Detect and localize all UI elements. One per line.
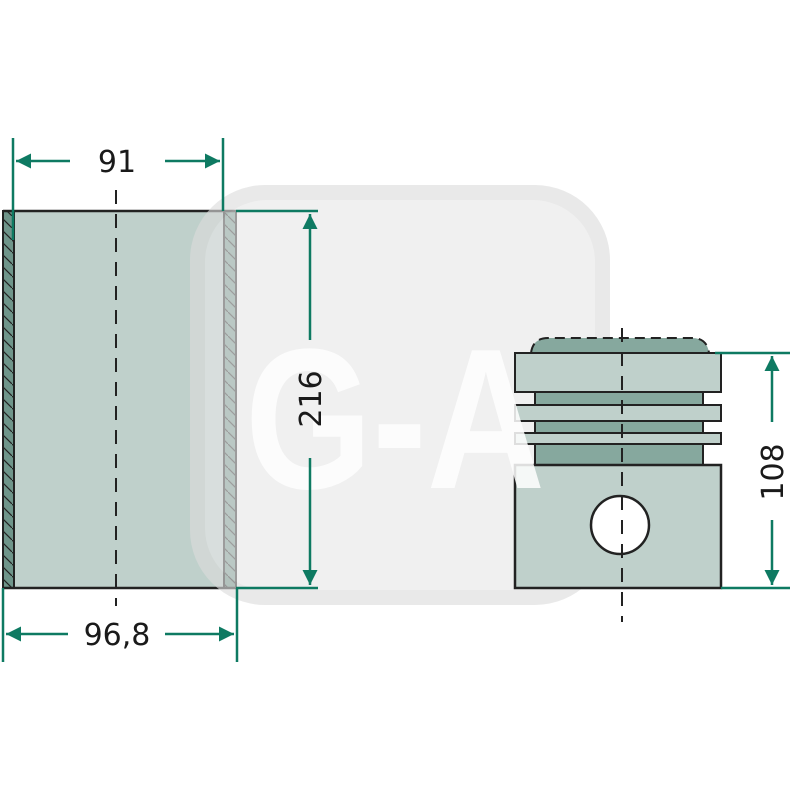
piston-ring-2: [514, 432, 722, 445]
watermark-logo: [190, 185, 610, 605]
dimension-inner-diameter: [11, 138, 225, 240]
watermark-text: G-A: [245, 308, 545, 531]
piston-height-label: 108: [756, 443, 791, 500]
svg-text:G-A: G-A: [245, 308, 545, 531]
dimension-outer-diameter: [1, 588, 239, 662]
piston-top-land: [514, 352, 722, 393]
piston-pin-hole: [589, 494, 651, 556]
liner-body: [12, 211, 224, 588]
dimension-liner-length: [236, 209, 318, 590]
liner-length-label: 216: [294, 370, 329, 427]
piston-crown: [529, 337, 711, 354]
dimension-piston-height: [715, 351, 790, 590]
liner-wall-left: [2, 210, 15, 589]
inner-diameter-label: 91: [98, 145, 136, 180]
piston-ring-1: [514, 404, 722, 422]
piston: [513, 328, 723, 622]
outer-diameter-label: 96,8: [84, 618, 151, 653]
